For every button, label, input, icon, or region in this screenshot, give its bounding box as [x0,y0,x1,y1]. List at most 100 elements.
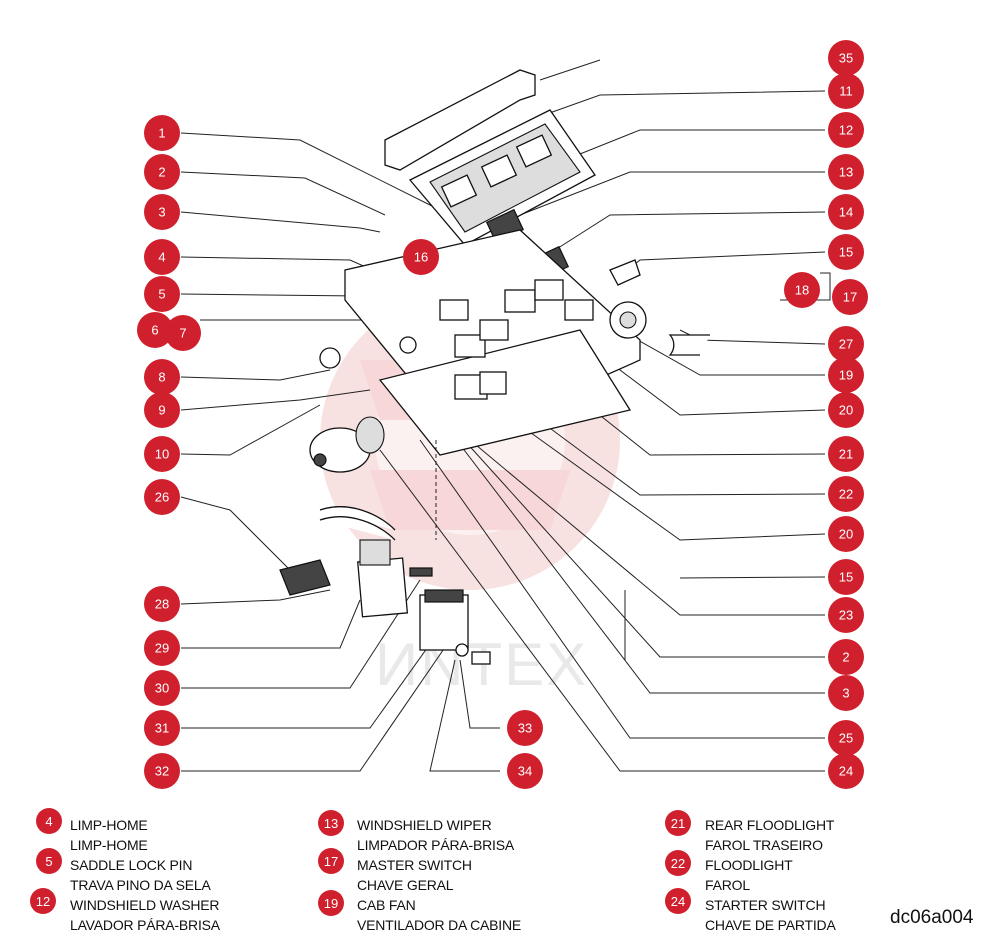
callout-24: 24 [828,753,864,789]
svg-text:19: 19 [839,368,853,383]
callout-16: 16 [403,239,439,275]
callout-21: 21 [828,436,864,472]
svg-text:2: 2 [158,165,165,180]
callout-2: 2 [144,154,180,190]
legend-label: MASTER SWITCH [357,857,472,873]
legend-label: REAR FLOODLIGHT [705,817,835,833]
svg-text:2: 2 [842,650,849,665]
legend-label: WINDSHIELD WIPER [357,817,492,833]
callout-20b: 20 [828,516,864,552]
callout-17: 17 [832,279,868,315]
svg-text:18: 18 [795,283,809,298]
callout-4: 4 [144,239,180,275]
legend-badge: 13 [318,810,344,836]
callout-14: 14 [828,194,864,230]
svg-text:23: 23 [839,608,853,623]
callout-7: 7 [165,315,201,351]
legend-badge: 22 [665,850,691,876]
svg-text:10: 10 [155,447,169,462]
legend-badge: 21 [665,810,691,836]
svg-text:3: 3 [842,686,849,701]
svg-text:12: 12 [839,123,853,138]
svg-text:16: 16 [414,250,428,265]
callout-1: 1 [144,115,180,151]
svg-text:34: 34 [518,764,532,779]
svg-text:4: 4 [158,250,165,265]
legend-label: WINDSHIELD WASHER [70,897,220,913]
callout-30: 30 [144,670,180,706]
legend-label: TRAVA PINO DA SELA [70,877,211,893]
svg-text:33: 33 [518,721,532,736]
legend-badge: 4 [36,808,62,834]
callout-20a: 20 [828,392,864,428]
svg-text:27: 27 [839,337,853,352]
legend-label: CAB FAN [357,897,416,913]
legend-label: LIMP-HOME [70,837,148,853]
legend-badge: 24 [665,888,691,914]
callout-11: 11 [828,73,864,109]
svg-text:11: 11 [839,84,853,99]
svg-text:35: 35 [839,51,853,66]
svg-text:30: 30 [155,681,169,696]
callout-23: 23 [828,597,864,633]
svg-text:14: 14 [839,205,853,220]
document-code: dc06a004 [890,907,974,928]
callout-3b: 3 [828,675,864,711]
legend-label: SADDLE LOCK PIN [70,857,193,873]
svg-text:13: 13 [839,165,853,180]
callout-3: 3 [144,194,180,230]
svg-text:6: 6 [151,323,158,338]
callout-35: 35 [828,40,864,76]
legend-label: LAVADOR PÁRA-BRISA [70,917,220,933]
svg-text:24: 24 [839,764,853,779]
svg-text:20: 20 [839,527,853,542]
svg-text:31: 31 [155,721,169,736]
svg-text:20: 20 [839,403,853,418]
callout-10: 10 [144,436,180,472]
callout-29: 29 [144,630,180,666]
callout-12: 12 [828,112,864,148]
callout-9: 9 [144,392,180,428]
svg-text:15: 15 [839,570,853,585]
svg-text:26: 26 [155,490,169,505]
callout-8: 8 [144,359,180,395]
callout-32: 32 [144,753,180,789]
legend-badge: 17 [318,848,344,874]
legend-badge: 12 [30,888,56,914]
svg-text:17: 17 [843,290,857,305]
callout-19: 19 [828,357,864,393]
svg-text:15: 15 [839,245,853,260]
parts-drawing [279,69,710,665]
svg-text:32: 32 [155,764,169,779]
legend-label: VENTILADOR DA CABINE [357,917,522,933]
svg-text:8: 8 [158,370,165,385]
legend-label: LIMPADOR PÁRA-BRISA [357,837,514,853]
svg-text:3: 3 [158,205,165,220]
legend-badge: 19 [318,890,344,916]
callout-26: 26 [144,479,180,515]
callout-27: 27 [828,326,864,362]
svg-text:7: 7 [179,326,186,341]
callout-15b: 15 [828,559,864,595]
legend-label: CHAVE DE PARTIDA [705,917,836,933]
callouts: 1 2 3 4 5 6 7 8 9 10 26 28 29 30 31 32 1… [137,40,868,789]
callout-28: 28 [144,586,180,622]
callout-13: 13 [828,154,864,190]
callout-2b: 2 [828,639,864,675]
callout-22: 22 [828,476,864,512]
legend-label: FAROL TRASEIRO [705,837,823,853]
legend-label: LIMP-HOME [70,817,148,833]
callout-18: 18 [784,272,820,308]
svg-text:22: 22 [839,487,853,502]
callout-34: 34 [507,753,543,789]
svg-text:25: 25 [839,731,853,746]
svg-text:29: 29 [155,641,169,656]
exploded-parts-diagram: ИNTEX [137,40,868,789]
svg-text:9: 9 [158,403,165,418]
callout-25: 25 [828,720,864,756]
callout-31: 31 [144,710,180,746]
svg-text:28: 28 [155,597,169,612]
callout-15a: 15 [828,234,864,270]
parts-legend: 4 LIMP-HOME LIMP-HOME 5 SADDLE LOCK PIN … [0,800,1000,940]
svg-text:21: 21 [839,447,853,462]
